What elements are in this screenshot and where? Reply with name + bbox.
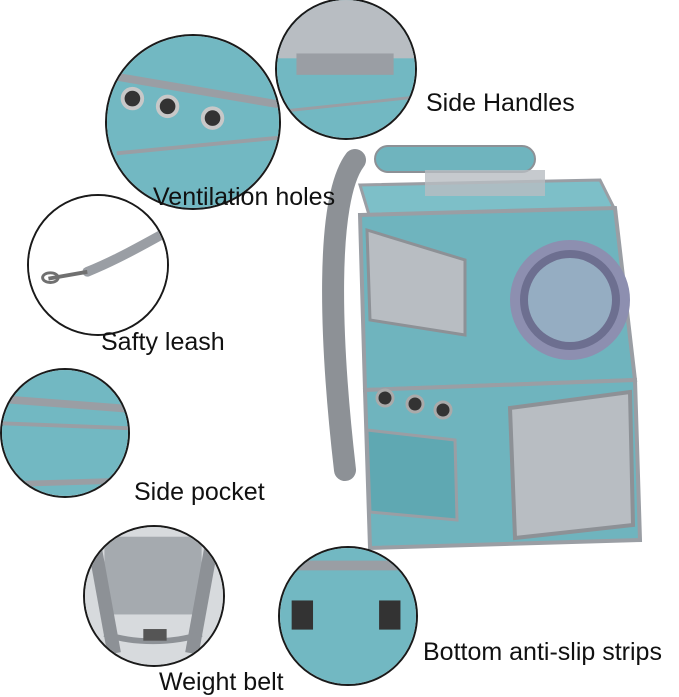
pet-carrier-backpack-image [315, 140, 655, 560]
bottom-anti-slip-strips-label: Bottom anti-slip strips [423, 638, 662, 666]
weight-belt-label: Weight belt [159, 668, 284, 696]
side-handles-detail [275, 0, 417, 140]
ventilation-holes-label: Ventilation holes [153, 183, 336, 211]
bottom-anti-slip-strips-detail [278, 546, 418, 686]
ventilation-holes-detail [105, 34, 281, 210]
side-handles-label: Side Handles [426, 89, 575, 117]
safety-leash-label: Safty leash [101, 328, 225, 356]
side-pocket-label: Side pocket [134, 478, 265, 506]
side-pocket-detail [0, 368, 130, 498]
weight-belt-detail [83, 525, 225, 667]
safety-leash-detail [27, 194, 169, 336]
